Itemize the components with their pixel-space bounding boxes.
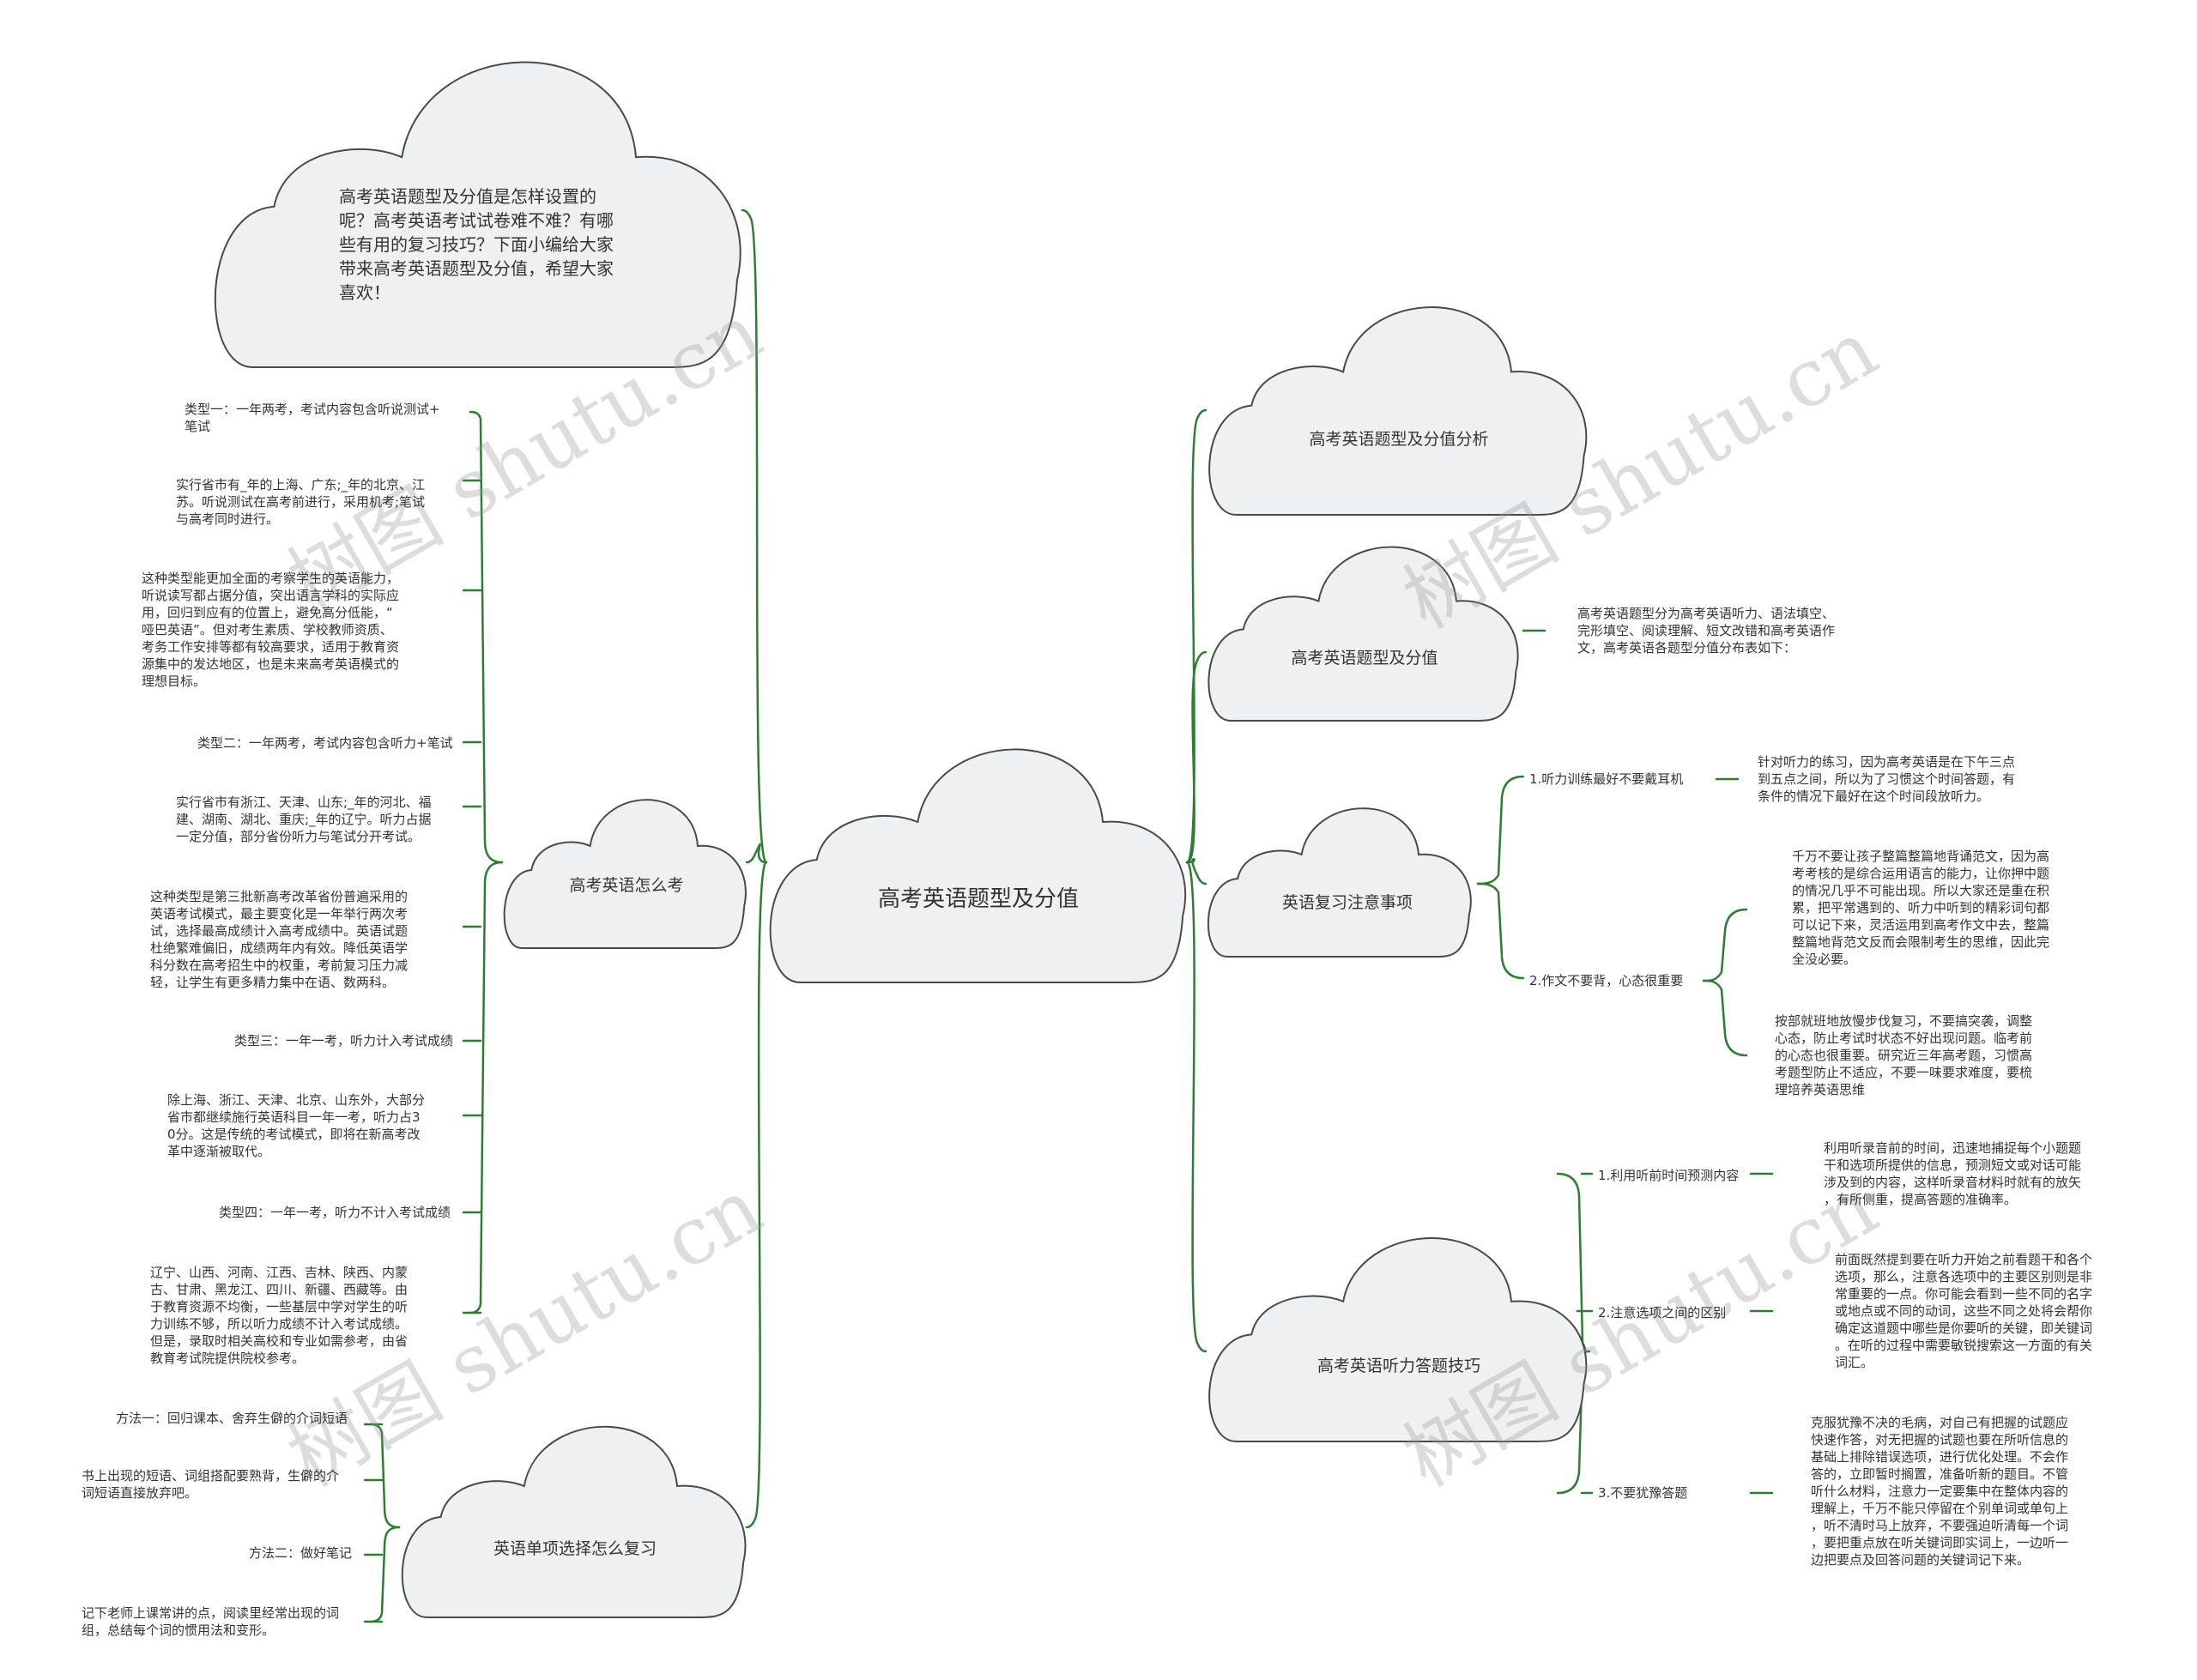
single-item: 记下老师上课常讲的点，阅读里经常出现的词 组，总结每个词的惯用法和变形。 (82, 1605, 340, 1638)
howto-node-label[interactable]: 高考英语怎么考 (569, 875, 684, 895)
listening-item-detail: 利用听录音前的时间，迅速地捕捉每个小题题 干和选项所提供的信息，预测短文或对话可… (1824, 1140, 2082, 1207)
connector-line (745, 861, 768, 1529)
howto-item: 实行省市有_年的上海、广东;_年的北京、江 苏。听说测试在高考前进行，采用机考;… (176, 477, 426, 527)
howto-node-cloud[interactable] (503, 799, 747, 949)
howto-item[interactable]: 类型四：一年一考，听力不计入考试成绩 (219, 1205, 451, 1220)
types-node-label[interactable]: 高考英语题型及分值 (1291, 648, 1438, 668)
cloud-nodes (214, 61, 1588, 1618)
root-node-label[interactable]: 高考英语题型及分值 (877, 885, 1079, 912)
howto-item: 辽宁、山西、河南、江西、吉林、陕西、内蒙 古、甘肃、黑龙江、四川、新疆、西藏等。… (150, 1265, 409, 1366)
connector-line (1185, 650, 1207, 864)
howto-item: 这种类型能更加全面的考察学生的英语能力， 听说读写都占据分值，突出语言学科的实际… (142, 571, 400, 689)
connector-line (741, 208, 768, 864)
connector-line (1702, 979, 1748, 1057)
review-node-cloud[interactable] (1207, 807, 1472, 958)
connector-line (369, 1526, 401, 1623)
single-item[interactable]: 方法一：回归课本、舍弃生僻的介词短语 (116, 1411, 348, 1426)
howto-item[interactable]: 类型一：一年两考，考试内容包含听说测试+ 笔试 (185, 402, 440, 434)
connector-line (745, 843, 768, 864)
connector-line (1185, 858, 1207, 885)
review-item-detail: 千万不要让孩子整篇整篇地背诵范文，因为高 考考核的是综合运用语言的能力，让你押中… (1792, 849, 2050, 967)
review-item-label[interactable]: 2.作文不要背，心态很重要 (1529, 973, 1684, 988)
analysis-node-cloud[interactable] (1208, 306, 1588, 516)
connector-line (1185, 408, 1207, 864)
review-node-label[interactable]: 英语复习注意事项 (1281, 892, 1413, 912)
howto-item[interactable]: 类型三：一年一考，听力计入考试成绩 (234, 1033, 454, 1048)
listening-item-label[interactable]: 2.注意选项之间的区别 (1598, 1305, 1727, 1320)
connector-lines (363, 208, 1774, 1623)
types-note: 高考英语题型分为高考英语听力、语法填空、 完形填空、阅读理解、短文改错和高考英语… (1577, 606, 1836, 656)
connector-line (469, 861, 504, 1314)
howto-item: 这种类型是第三批新高考改革省份普遍采用的 英语考试模式，最主要变化是一年举行两次… (150, 889, 409, 990)
howto-item: 除上海、浙江、天津、北京、山东外，大部分 省市都继续施行英语科目一年一考，听力占… (167, 1092, 426, 1159)
howto-item[interactable]: 类型二：一年两考，考试内容包含听力+笔试 (197, 735, 453, 751)
listening-item-detail: 前面既然提到要在听力开始之前看题干和各个 选项，那么，注意各选项中的主要区别则是… (1835, 1252, 2093, 1370)
review-item-label[interactable]: 1.听力训练最好不要戴耳机 (1529, 771, 1684, 787)
listening-item-label[interactable]: 1.利用听前时间预测内容 (1598, 1168, 1740, 1183)
single-item[interactable]: 方法二：做好笔记 (249, 1545, 353, 1561)
single-node-cloud[interactable] (401, 1425, 747, 1618)
single-item: 书上出现的短语、词组搭配要熟背，生僻的介 词短语直接放弃吧。 (82, 1468, 340, 1501)
listening-node-cloud[interactable] (1208, 1237, 1588, 1442)
connector-line (1476, 882, 1525, 980)
connector-line (1185, 861, 1207, 1353)
connector-line (1702, 908, 1748, 982)
connector-line (1556, 1350, 1591, 1495)
listening-node-label[interactable]: 高考英语听力答题技巧 (1316, 1356, 1480, 1375)
connector-line (469, 410, 504, 864)
connector-line (1476, 775, 1525, 885)
review-item-detail: 按部就班地放慢步伐复习，不要搞突袭，调整 心态，防止考试时状态不好出现问题。临考… (1775, 1013, 2033, 1097)
types-node-cloud[interactable] (1207, 546, 1519, 722)
howto-item: 实行省市有浙江、天津、山东;_年的河北、福 建、湖南、湖北、重庆;_年的辽宁。听… (176, 795, 432, 844)
connector-line (369, 1423, 401, 1529)
intro-node-text[interactable]: 高考英语题型及分值是怎样设置的呢？高考英语考试试卷难不难？有哪些有用的复习技巧？… (339, 186, 614, 303)
analysis-node-label[interactable]: 高考英语题型及分值分析 (1309, 429, 1489, 449)
single-node-label[interactable]: 英语单项选择怎么复习 (493, 1538, 657, 1558)
listening-item-label[interactable]: 3.不要犹豫答题 (1598, 1485, 1688, 1501)
review-item-detail: 针对听力的练习，因为高考英语是在下午三点 到五点之间，所以为了习惯这个时间答题，… (1758, 754, 2016, 804)
root-node-cloud[interactable] (769, 748, 1187, 983)
intro-node-cloud[interactable] (214, 61, 741, 368)
listening-item-detail: 克服犹豫不决的毛病，对自己有把握的试题应 快速作答，对无把握的试题也要在所听信息… (1811, 1415, 2069, 1568)
